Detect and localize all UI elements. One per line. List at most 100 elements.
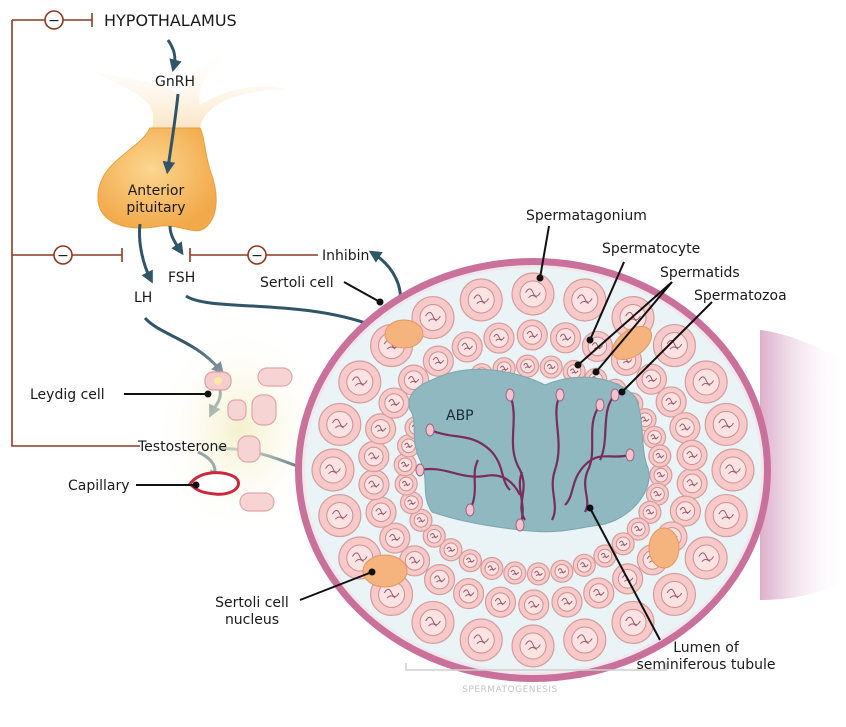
spermatozoon (465, 459, 479, 517)
spermatid-cell (642, 425, 667, 449)
sertoli-cell-nuclei (362, 319, 680, 588)
spermatogonium-cell (684, 360, 728, 404)
spermatid-cell (526, 562, 551, 586)
spermatocyte-cell (364, 413, 397, 445)
spermatogonium-cell (459, 278, 503, 322)
spermatogonium-cell (704, 402, 748, 447)
spermatid-cell (572, 553, 596, 577)
inhibit-symbol-inhibin: − (247, 245, 267, 265)
spermatogonium-cell (652, 572, 697, 617)
label-anterior-pituitary-line2: pituitary (126, 200, 185, 216)
tubule-lumen (408, 368, 650, 533)
label-abp: ABP (446, 408, 474, 424)
spermatozoon (599, 388, 620, 461)
label-spermatagonium: Spermatagonium (526, 208, 647, 224)
spermatocyte-cell (484, 586, 517, 618)
spermatogonium-cell (338, 360, 382, 404)
label-leydig-cell: Leydig cell (30, 387, 105, 403)
spermatid-cell (593, 544, 617, 568)
spermatid-cell (550, 559, 574, 583)
spermatogonium-cell (611, 600, 655, 645)
spermatocyte-cell (358, 469, 390, 501)
spermatid-cell (393, 453, 417, 477)
spermatogonium-cell (563, 618, 607, 662)
spermatocyte-cell (453, 577, 485, 610)
spermatid-cell (422, 524, 446, 548)
leydig-cells (204, 367, 293, 512)
spermatocyte-cell (655, 386, 687, 418)
spermatid-cell (458, 549, 482, 573)
spermatid-cell (515, 354, 540, 378)
label-spermatocyte: Spermatocyte (602, 241, 700, 257)
spermatocyte-cell (551, 586, 583, 618)
label-lh: LH (134, 290, 152, 306)
spermatid-cell (480, 556, 504, 581)
anterior-pituitary-gland (97, 127, 217, 232)
label-anterior-pituitary-line1: Anterior (128, 183, 185, 199)
spermatozoon (564, 448, 635, 506)
spermatozoon (415, 463, 521, 496)
spermatid-cell (409, 508, 433, 532)
spermatid-cell (645, 482, 670, 506)
svg-text:−: − (57, 248, 69, 264)
spermatogonium-cell (459, 618, 503, 662)
spermatogonium-cell (318, 402, 362, 447)
spermatogonium-cell (511, 624, 555, 668)
spermatid-cell (394, 472, 418, 496)
spermatocyte-cell (669, 495, 702, 527)
spermatogonium-cell (704, 493, 748, 538)
inhibit-symbol-hypothalamus: − (44, 10, 64, 30)
spermatid-cell (626, 517, 650, 541)
spermatozoon (425, 423, 511, 491)
spermatogonium-cell (311, 448, 355, 492)
label-lumen-line2: seminiferous tubule (637, 657, 776, 673)
spermatid-cell (611, 532, 635, 556)
spermatogonium-cell (411, 295, 455, 340)
label-testosterone: Testosterone (137, 439, 227, 455)
spermatid-cell (638, 500, 662, 524)
pituitary-stalk (95, 45, 290, 128)
spermatozoon (583, 398, 605, 513)
spermatid-cell (649, 463, 673, 487)
spermatogonium-cell (563, 278, 607, 322)
spermatid-cell (648, 444, 672, 468)
inhibit-symbol-pituitary: − (53, 245, 73, 265)
svg-text:−: − (48, 13, 60, 29)
spermatid-cell (539, 355, 563, 379)
spermatozoon (550, 388, 565, 521)
label-capillary: Capillary (68, 478, 130, 494)
footer-spermatogenesis: SPERMATOGENESIS (462, 685, 558, 695)
spermatocyte-cell (516, 319, 548, 351)
label-spermatozoa: Spermatozoa (694, 288, 787, 304)
spermatid-cell (399, 491, 424, 515)
spermatocyte-cell (423, 563, 456, 596)
spermatogonium-cell (411, 600, 455, 645)
label-hypothalamus: HYPOTHALAMUS (104, 11, 237, 30)
footer-bracket (405, 663, 667, 671)
label-sertoli-nucleus-line1: Sertoli cell (215, 595, 289, 611)
spermatocyte-cell (549, 322, 582, 354)
spermatocyte-cell (379, 522, 411, 554)
spermatid-cell (396, 434, 421, 458)
spermatocyte-cell (422, 345, 454, 377)
spermatid-cell (503, 561, 527, 585)
label-fsh: FSH (168, 270, 195, 286)
spermatocyte-cell (365, 496, 397, 528)
label-inhibin: Inhibin (322, 248, 369, 264)
spermatozoon (515, 471, 525, 532)
spermatocyte-cell (676, 467, 708, 500)
label-sertoli-nucleus-line2: nucleus (225, 612, 279, 628)
tubule-tail (760, 330, 846, 600)
label-spermatids: Spermatids (660, 265, 740, 281)
spermatocyte-cell (669, 412, 701, 444)
spermatozoa-tails (415, 388, 635, 532)
capillary (188, 471, 240, 496)
spermatogonium-cell (652, 323, 697, 368)
spermatogonium-cell (511, 272, 555, 316)
spermatocyte-cell (583, 577, 615, 609)
spermatocyte-cell (518, 589, 550, 621)
pointer-lines (124, 225, 713, 641)
spermatocyte-cell (483, 322, 515, 354)
spermatocyte-cell (358, 440, 390, 473)
